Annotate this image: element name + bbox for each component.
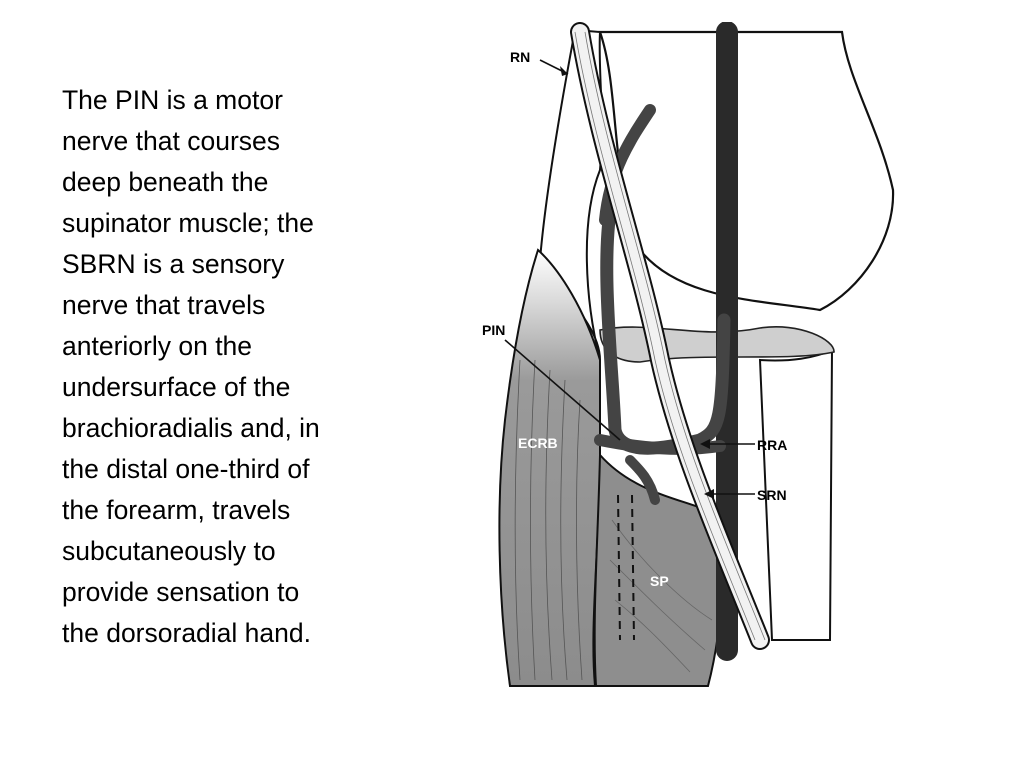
text-line: anteriorly on the: [62, 331, 253, 361]
text-line: nerve that travels: [62, 290, 266, 320]
label-sp: SP: [650, 573, 669, 589]
label-rra: RRA: [757, 437, 787, 453]
anatomy-illustration: RN PIN ECRB RRA SRN SP: [482, 22, 895, 687]
ecrb-fibers: [514, 359, 583, 681]
artery-branch: [599, 104, 656, 226]
text-line: brachioradialis and, in: [62, 413, 320, 443]
pointer-line: [504, 339, 621, 441]
label-ecrb: ECRB: [518, 435, 558, 451]
text-line: provide sensation to: [62, 577, 300, 607]
supinator-dashed-line: [617, 494, 621, 641]
text-line: the forearm, travels: [62, 495, 291, 525]
label-srn: SRN: [757, 487, 787, 503]
text-line: The PIN is a motor: [62, 85, 283, 115]
radial-nerve: [572, 24, 768, 648]
text-line: deep beneath the: [62, 167, 269, 197]
radius-bone: [758, 348, 834, 641]
supinator-dashed-line: [631, 494, 635, 641]
text-line: the distal one-third of: [62, 454, 310, 484]
text-line: the dorsoradial hand.: [62, 618, 311, 648]
label-rn: RN: [510, 49, 530, 65]
ecrb-muscle: [498, 248, 601, 687]
pointer-arrow: [560, 66, 568, 76]
nerve-fibers: [574, 31, 766, 641]
artery-branch: [625, 455, 660, 505]
body-text: The PIN is a motor nerve that courses de…: [62, 80, 382, 654]
text-line: undersurface of the: [62, 372, 291, 402]
artery-branch: [594, 434, 726, 455]
text-line: SBRN is a sensory: [62, 249, 285, 279]
pointer-arrow: [700, 439, 710, 449]
pointer-arrow: [704, 489, 714, 499]
text-line: subcutaneously to: [62, 536, 276, 566]
text-line: supinator muscle; the: [62, 208, 314, 238]
label-pin: PIN: [482, 322, 505, 338]
text-line: nerve that courses: [62, 126, 281, 156]
